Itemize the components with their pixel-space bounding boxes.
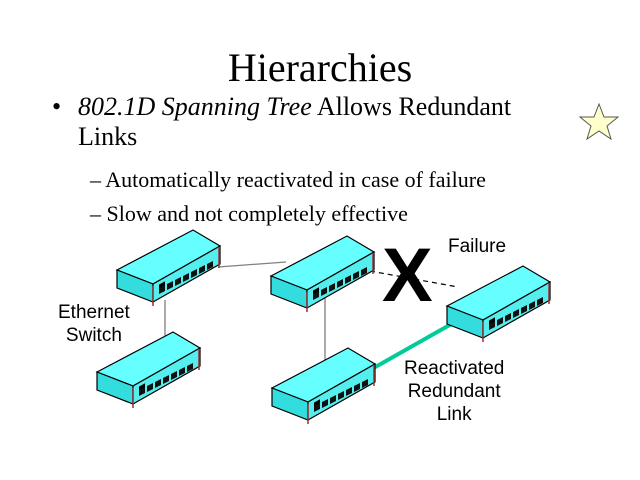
ethernet-switch-2: [270, 235, 375, 313]
ethernet-switch-4: [446, 265, 551, 343]
ethernet-switch-5: [271, 347, 376, 425]
ethernet-switch-label: Ethernet Switch: [58, 301, 130, 347]
redundant-label-line3: Link: [436, 404, 472, 425]
sub-bullet-1: – Automatically reactivated in case of f…: [90, 167, 486, 192]
bullet-text-line1: Allows Redundant: [311, 92, 512, 121]
failure-x-mark: X: [382, 233, 433, 318]
slide-title: Hierarchies: [227, 45, 413, 90]
sub-bullet-2: – Slow and not completely effective: [90, 201, 408, 226]
ethernet-switch-1: [115, 229, 222, 306]
switch-label-line1: Ethernet: [58, 302, 130, 323]
bullet-italic-text: 802.1D Spanning Tree: [78, 92, 312, 121]
failed-link: [369, 270, 459, 288]
star-icon[interactable]: [578, 102, 620, 141]
failure-label: Failure: [448, 236, 507, 257]
bullet-text-line2: Links: [78, 122, 138, 151]
redundant-label-line1: Reactivated: [404, 358, 505, 379]
redundant-link-label: Reactivated Redundant Link: [404, 357, 504, 426]
switch-label-line2: Switch: [65, 325, 122, 346]
bullet-marker: •: [52, 92, 62, 121]
link-switch1-switch2: [217, 261, 287, 268]
redundant-link: [362, 316, 463, 376]
redundant-label-line2: Redundant: [407, 381, 501, 402]
